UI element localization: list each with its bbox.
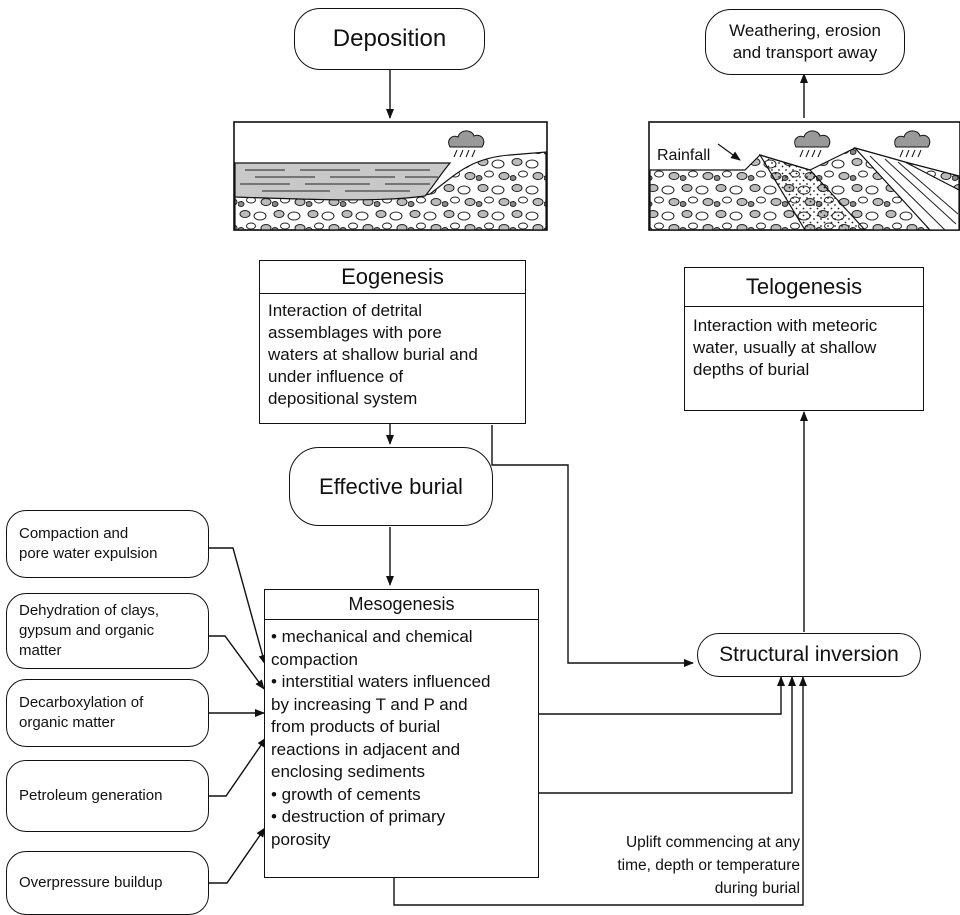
side-process-line: Dehydration of clays, [19, 602, 160, 619]
weathering-line-2: and transport away [732, 43, 878, 62]
weathering-sketch [648, 121, 960, 231]
cloud-icon [894, 130, 931, 158]
mesogenesis-line: by increasing T and P and [271, 694, 468, 714]
telogenesis-line: depths of burial [693, 360, 810, 379]
weathering-node: Weathering, erosion and transport away [705, 9, 905, 75]
uplift-note-line: time, depth or temperature [617, 857, 800, 874]
mesogenesis-line: porosity [271, 829, 331, 849]
structural-inversion-node: Structural inversion [697, 633, 921, 677]
effective-burial-label: Effective burial [319, 473, 463, 499]
eogenesis-line: Interaction of detrital [268, 301, 423, 320]
eogenesis-line: under influence of [268, 367, 404, 386]
deposition-sketch [233, 121, 548, 231]
mesogenesis-text: • mechanical and chemical compaction • i… [265, 620, 538, 857]
mesogenesis-title: Mesogenesis [265, 590, 538, 620]
side-process-line: Petroleum generation [19, 787, 163, 804]
side-process-line: Overpressure buildup [19, 874, 163, 891]
mesogenesis-line: • growth of cements [271, 784, 421, 804]
side-process-dehydration: Dehydration of clays, gypsum and organic… [6, 593, 209, 669]
deposition-label: Deposition [332, 25, 447, 52]
eogenesis-line: waters at shallow burial and [268, 345, 478, 364]
rainfall-label: Rainfall [655, 146, 713, 166]
telogenesis-title: Telogenesis [685, 268, 923, 307]
eogenesis-line: assemblages with pore [268, 323, 442, 342]
side-process-overpressure: Overpressure buildup [6, 851, 209, 915]
uplift-note-line: Uplift commencing at any [625, 834, 800, 851]
mesogenesis-line: from products of burial [271, 717, 441, 736]
side-process-line: matter [19, 642, 62, 659]
mesogenesis-line: compaction [271, 649, 358, 669]
eogenesis-text: Interaction of detrital assemblages with… [260, 294, 525, 416]
mesogenesis-box: Mesogenesis • mechanical and chemical co… [264, 589, 539, 878]
uplift-note-line: during burial [714, 880, 800, 897]
eogenesis-title: Eogenesis [260, 261, 525, 294]
telogenesis-line: Interaction with meteoric [693, 316, 878, 335]
weathering-line-1: Weathering, erosion [729, 21, 881, 40]
telogenesis-line: water, usually at shallow [693, 338, 877, 357]
mesogenesis-line: reactions in adjacent and [271, 739, 461, 759]
cloud-icon [448, 130, 485, 158]
side-process-line: Compaction and [19, 525, 129, 542]
side-process-decarboxylation: Decarboxylation of organic matter [6, 679, 209, 747]
side-process-line: organic matter [19, 714, 115, 731]
eogenesis-line: depositional system [268, 389, 418, 408]
effective-burial-node: Effective burial [289, 447, 493, 526]
side-process-compaction: Compaction and pore water expulsion [6, 510, 209, 578]
structural-inversion-label: Structural inversion [719, 643, 899, 666]
cloud-icon [794, 130, 831, 158]
side-process-line: Decarboxylation of [19, 694, 144, 711]
mesogenesis-line: enclosing sediments [271, 762, 426, 781]
side-process-line: pore water expulsion [19, 545, 158, 562]
mesogenesis-line: • interstitial waters influenced [271, 672, 491, 691]
uplift-note: Uplift commencing at any time, depth or … [560, 831, 800, 900]
deposition-node: Deposition [294, 8, 485, 70]
telogenesis-box: Telogenesis Interaction with meteoric wa… [684, 267, 924, 411]
telogenesis-text: Interaction with meteoric water, usually… [685, 307, 923, 387]
side-process-petroleum: Petroleum generation [6, 760, 209, 832]
mesogenesis-line: • destruction of primary [271, 807, 446, 826]
eogenesis-box: Eogenesis Interaction of detrital assemb… [259, 260, 526, 424]
mesogenesis-line: • mechanical and chemical [271, 627, 473, 646]
side-process-line: gypsum and organic [19, 622, 155, 639]
